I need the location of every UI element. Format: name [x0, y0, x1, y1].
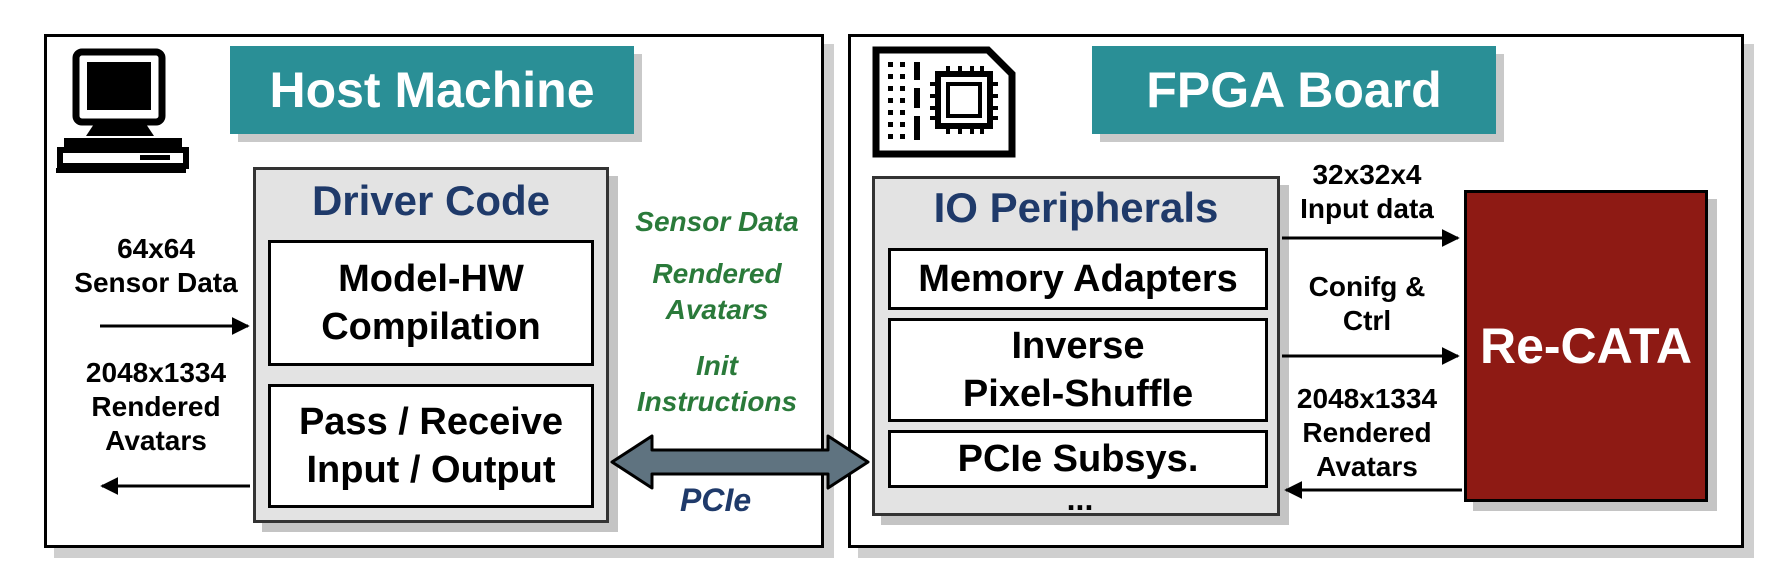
driver-code-title: Driver Code [311, 177, 551, 224]
link-rendered-avatars: Rendered Avatars [612, 256, 822, 328]
model-hw-line2: Compilation [321, 306, 541, 348]
input-data-size: 32x32x4 [1312, 159, 1422, 190]
more-peripherals-ellipsis: ... [1066, 481, 1094, 517]
input-data-name: Input data [1300, 193, 1434, 224]
pcie-subsys-box: PCIe Subsys. [888, 430, 1268, 488]
pcie-label: PCIe [680, 482, 752, 518]
config-ctrl-line2: Ctrl [1342, 305, 1392, 336]
link-avatars: Avatars [665, 294, 769, 325]
avatar-output-line3: Avatars [105, 425, 207, 456]
sensor-input-size: 64x64 [117, 233, 195, 264]
rendered-avatars-line2: Rendered [1302, 417, 1432, 448]
sensor-input-label: 64x64 Sensor Data [58, 232, 254, 300]
re-cata-accelerator: Re-CATA [1464, 190, 1708, 502]
avatar-output-line2: Rendered [91, 391, 221, 422]
config-ctrl-label: Conifg & Ctrl [1282, 270, 1452, 338]
fpga-chip-icon [872, 46, 1016, 158]
avatar-output-label: 2048x1334 Rendered Avatars [58, 356, 254, 458]
rendered-avatars-label: 2048x1334 Rendered Avatars [1280, 382, 1454, 484]
pcie-bidirectional-arrow [610, 434, 870, 490]
input-data-label: 32x32x4 Input data [1282, 158, 1452, 226]
model-hw-line1: Model-HW [338, 258, 524, 300]
pixel-shuffle-line1: Inverse [1011, 325, 1145, 367]
link-instructions: Instructions [636, 386, 798, 417]
avatar-output-size: 2048x1334 [85, 357, 227, 388]
pass-receive-box: Pass / Receive Input / Output [268, 384, 594, 508]
rendered-avatars-size: 2048x1334 [1296, 383, 1438, 414]
sensor-input-name: Sensor Data [74, 267, 238, 298]
link-sensor-data: Sensor Data [635, 206, 799, 237]
model-hw-compilation-box: Model-HW Compilation [268, 240, 594, 366]
link-rendered: Rendered [652, 258, 782, 289]
fpga-board-title: FPGA Board [1092, 46, 1496, 134]
rendered-avatars-line3: Avatars [1316, 451, 1418, 482]
pass-receive-line2: Input / Output [306, 449, 556, 491]
pixel-shuffle-line2: Pixel-Shuffle [962, 373, 1194, 415]
link-init-instructions: Init Instructions [612, 348, 822, 420]
pass-receive-line1: Pass / Receive [298, 401, 564, 443]
memory-adapters-box: Memory Adapters [888, 248, 1268, 310]
computer-icon [56, 48, 189, 173]
pixel-shuffle-box: Inverse Pixel-Shuffle [888, 318, 1268, 422]
link-init: Init [696, 350, 738, 381]
host-machine-title: Host Machine [230, 46, 634, 134]
io-peripherals-title: IO Peripherals [933, 184, 1219, 231]
config-ctrl-line1: Conifg & [1308, 271, 1426, 302]
